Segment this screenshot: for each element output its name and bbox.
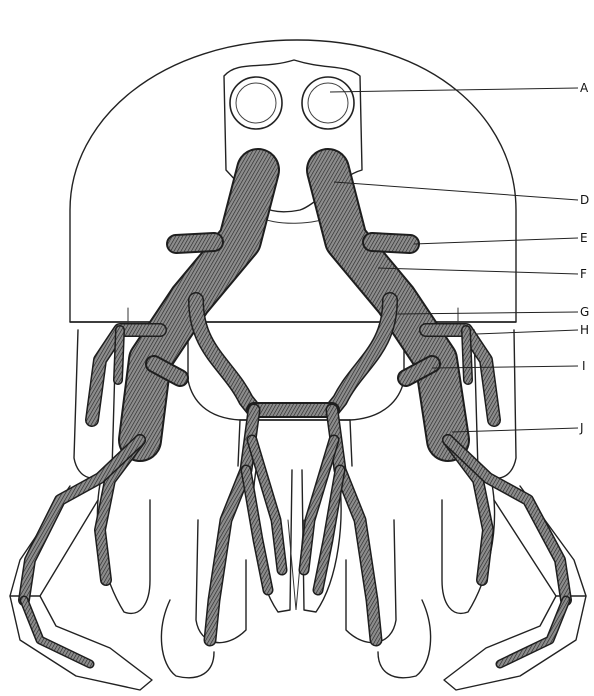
head-capsule [70, 40, 516, 324]
leader-line-h [476, 330, 578, 334]
label-i: I [582, 359, 586, 373]
label-f: F [580, 267, 587, 281]
leader-line-d [334, 182, 578, 200]
label-h: H [580, 323, 589, 337]
label-g: G [580, 305, 589, 319]
leader-line-e [414, 238, 578, 244]
label-e: E [580, 231, 588, 245]
label-a: A [580, 81, 589, 95]
leader-line-f [378, 268, 578, 274]
right-eye [302, 77, 354, 129]
label-j: J [579, 421, 584, 435]
tracheal-system [24, 170, 566, 664]
left-eye [230, 77, 282, 129]
labels: A D E F G H I J [579, 81, 589, 435]
label-d: D [580, 193, 589, 207]
